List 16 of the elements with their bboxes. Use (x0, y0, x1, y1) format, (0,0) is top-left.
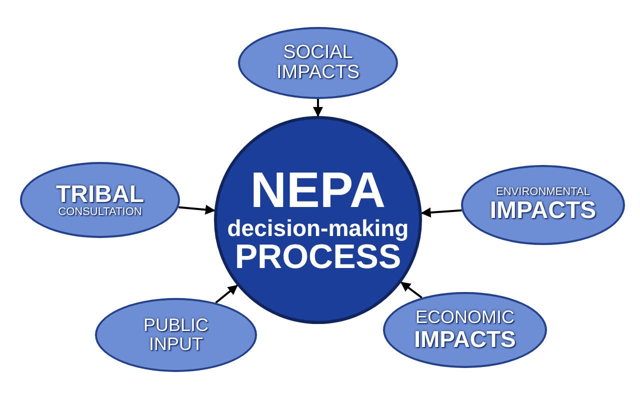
node-label: IMPACTS (490, 198, 596, 224)
arrow (215, 284, 238, 304)
node-label: ENVIRONMENTAL (496, 186, 590, 198)
arrow (400, 282, 422, 298)
node-label: IMPACTS (414, 327, 516, 352)
node-label: SOCIAL IMPACTS (275, 43, 361, 83)
node-label: ECONOMIC (416, 308, 514, 328)
title-text: decision-making (227, 216, 409, 240)
node-label: PUBLIC INPUT (142, 316, 210, 354)
arrow (313, 99, 323, 117)
node-label: TRIBAL (56, 182, 144, 207)
arrow (178, 204, 216, 215)
arrow (420, 208, 462, 218)
title-text: PROCESS (234, 240, 402, 276)
node-label: CONSULTATION (58, 206, 142, 218)
title-text: NEPA (250, 164, 386, 216)
